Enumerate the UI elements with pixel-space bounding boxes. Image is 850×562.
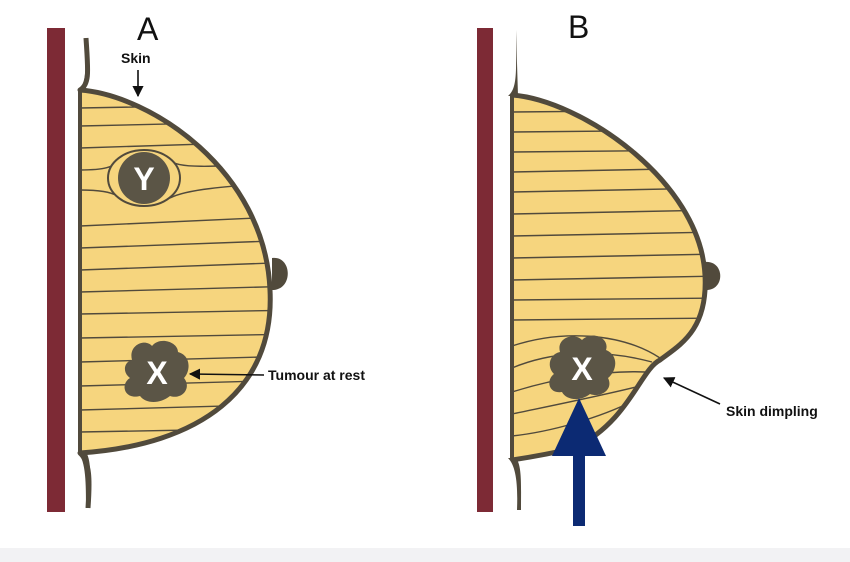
tumour-x-a bbox=[124, 340, 189, 402]
upward-force-arrow bbox=[552, 398, 606, 526]
skin-dimpling-label: Skin dimpling bbox=[726, 403, 818, 419]
tumour-label-arrow bbox=[188, 368, 265, 380]
chest-wall-a bbox=[47, 28, 65, 512]
footer-bar bbox=[0, 548, 850, 562]
panel-a-letter: A bbox=[137, 11, 159, 47]
tumour-x-letter-a: X bbox=[146, 355, 168, 391]
tumour-x-b bbox=[549, 335, 616, 400]
panel-b-letter: B bbox=[568, 9, 589, 45]
chest-wall-b bbox=[477, 28, 493, 512]
tumour-at-rest-label: Tumour at rest bbox=[268, 367, 365, 383]
panel-a: Y X A Skin Tumour at rest bbox=[47, 11, 365, 512]
skin-label: Skin bbox=[121, 50, 151, 66]
tumour-x-letter-b: X bbox=[571, 351, 593, 387]
mass-y bbox=[118, 152, 170, 204]
nipple-a bbox=[272, 257, 288, 290]
mass-y-letter: Y bbox=[133, 161, 154, 197]
nipple-b bbox=[704, 261, 721, 291]
panel-b: X B Skin dimpling bbox=[477, 9, 818, 526]
dimpling-label-arrow bbox=[662, 377, 721, 405]
